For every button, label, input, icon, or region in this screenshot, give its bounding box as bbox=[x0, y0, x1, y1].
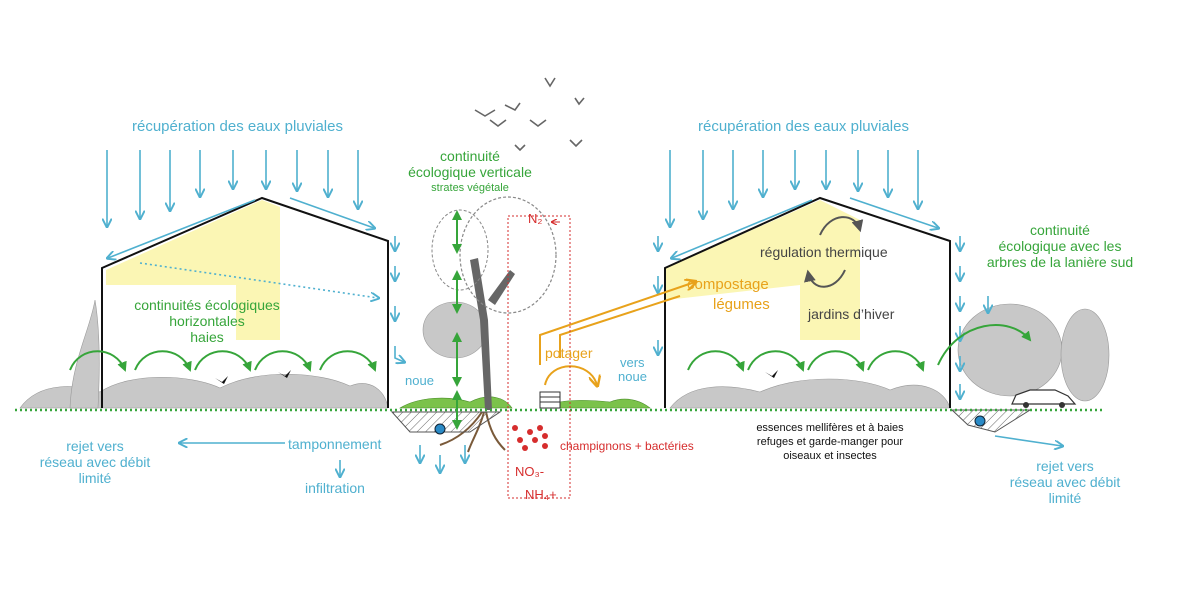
rain-label-left: récupération des eaux pluviales bbox=[132, 118, 343, 135]
rain-label-right: récupération des eaux pluviales bbox=[698, 118, 909, 135]
compostage-label: compostage bbox=[687, 276, 769, 293]
horizontal-label-3: haies bbox=[190, 329, 224, 345]
rejet-right-1: rejet vers bbox=[1036, 458, 1094, 474]
building-right bbox=[664, 196, 951, 408]
continuite-sud-3: arbres de la lanière sud bbox=[986, 254, 1134, 270]
vers-noue-1: vers bbox=[620, 355, 645, 370]
vertical-title-1: continuité bbox=[440, 148, 500, 164]
tamponnement-label: tamponnement bbox=[288, 436, 382, 452]
continuite-sud-2: écologique avec les bbox=[998, 238, 1122, 254]
champignons-label: champignons + bactéries bbox=[560, 439, 694, 453]
vertical-subtitle: strates végétale bbox=[431, 182, 509, 194]
vers-noue-2: noue bbox=[618, 369, 647, 384]
rain-arrows-right bbox=[658, 150, 1062, 446]
horizontal-label-2: horizontales bbox=[169, 313, 245, 329]
rejet-left-2: réseau avec débit bbox=[39, 454, 151, 470]
horizontal-label-1: continuités écologiques bbox=[134, 297, 280, 313]
rejet-right-2: réseau avec débit bbox=[1009, 474, 1121, 490]
infiltration-label: infiltration bbox=[305, 480, 365, 496]
potager-label: potager bbox=[545, 345, 593, 361]
continuite-sud-1: continuité bbox=[1030, 222, 1090, 238]
essences-2: refuges et garde-manger pour bbox=[756, 436, 904, 448]
rejet-left-1: rejet vers bbox=[66, 438, 124, 454]
bird-icon bbox=[474, 77, 585, 152]
rain-arrows-left bbox=[107, 150, 404, 362]
jardins-label: jardins d’hiver bbox=[808, 306, 895, 322]
vertical-title-2: écologique verticale bbox=[408, 164, 532, 180]
essences-1: essences mellifères et à baies bbox=[756, 422, 904, 434]
essences-3: oiseaux et insectes bbox=[783, 450, 877, 462]
sun-patches bbox=[106, 200, 860, 340]
nitrogen-cycle bbox=[507, 215, 571, 499]
building-left bbox=[101, 196, 389, 408]
cycle-arrows-icon bbox=[804, 216, 864, 288]
compost-bin-icon bbox=[539, 391, 561, 409]
drain-pipe-icon bbox=[390, 409, 1032, 435]
water-lower-arrows bbox=[180, 443, 465, 476]
n2-label: N₂ bbox=[528, 211, 543, 226]
regulation-label: régulation thermique bbox=[760, 244, 888, 260]
nh4-label: NH₄+ bbox=[525, 487, 557, 502]
rejet-left-3: limité bbox=[78, 470, 112, 486]
legumes-label: légumes bbox=[713, 296, 770, 313]
rejet-right-3: limité bbox=[1048, 490, 1082, 506]
no3-label: NO₃- bbox=[515, 464, 545, 479]
ecology-arcs bbox=[69, 210, 1032, 430]
small-birds bbox=[215, 370, 778, 384]
car-icon bbox=[1011, 389, 1077, 408]
noue-label: noue bbox=[405, 373, 434, 388]
